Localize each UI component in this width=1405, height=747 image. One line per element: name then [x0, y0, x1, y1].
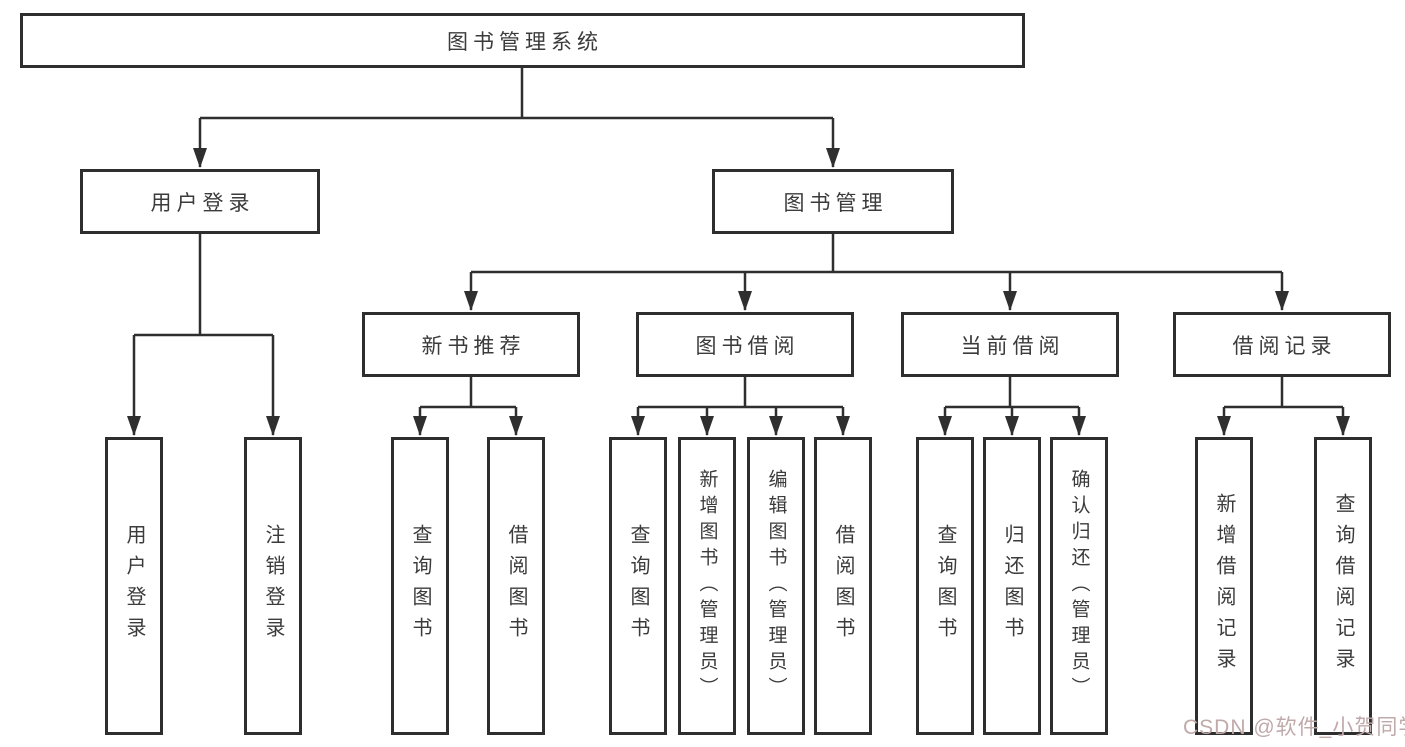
node-user-login-action: 用户登录 [105, 437, 163, 735]
node-return-book: 归还图书 [983, 437, 1041, 735]
node-confirm-return-admin: 确认归还（管理员） [1050, 437, 1108, 735]
node-query-borrow-record: 查询借阅记录 [1314, 437, 1372, 735]
node-logout-action: 注销登录 [244, 437, 302, 735]
node-edit-book-admin: 编辑图书（管理员） [747, 437, 805, 735]
node-recommend-borrow-books: 借阅图书 [487, 437, 545, 735]
csdn-watermark: CSDN @软件_小贺同学 [1183, 716, 1405, 739]
node-borrowing-records: 借阅记录 [1173, 312, 1391, 377]
node-new-book-recommend: 新书推荐 [362, 312, 580, 377]
node-borrowing-borrow-books: 借阅图书 [814, 437, 872, 735]
node-borrowing-query-books: 查询图书 [609, 437, 667, 735]
node-book-borrowing: 图书借阅 [636, 312, 854, 377]
node-current-borrowing: 当前借阅 [901, 312, 1119, 377]
node-book-management: 图书管理 [712, 169, 954, 234]
node-recommend-query-books: 查询图书 [391, 437, 449, 735]
node-add-borrow-record: 新增借阅记录 [1195, 437, 1253, 735]
node-library-system: 图书管理系统 [20, 13, 1025, 68]
node-current-query-books: 查询图书 [916, 437, 974, 735]
node-user-login: 用户登录 [80, 169, 320, 234]
node-add-book-admin: 新增图书（管理员） [678, 437, 736, 735]
